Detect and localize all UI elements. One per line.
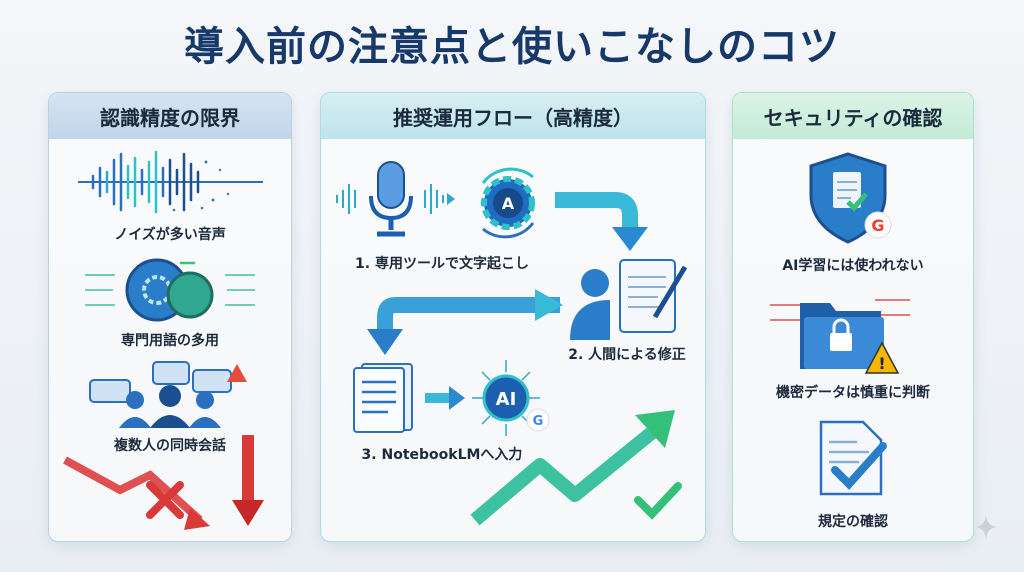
locked-folder-warning-icon: ! [770, 299, 910, 374]
svg-text:G: G [871, 216, 884, 235]
svg-text:G: G [533, 414, 544, 429]
security-label-policy: 規定の確認 [818, 514, 888, 530]
panel-heading: セキュリティの確認 [733, 93, 973, 139]
policy-check-icon [819, 420, 887, 496]
noisy-waveform-icon [78, 150, 263, 214]
ai-transcription-gear-icon: A [481, 167, 535, 239]
limit-label-jargon: 専門用語の多用 [121, 333, 219, 349]
flow-arrow-right-icon [425, 386, 465, 410]
human-review-icon [570, 259, 688, 340]
security-label-confidential: 機密データは慎重に判断 [776, 385, 930, 401]
document-icon [353, 363, 413, 433]
flow-step-3-label: 3. NotebookLMへ入力 [361, 447, 523, 463]
declining-accuracy-icon [63, 435, 264, 530]
shield-document-icon: G [809, 152, 892, 244]
flow-arrow-left-icon [367, 289, 563, 355]
flow-step-2-label: 2. 人間による修正 [568, 347, 686, 363]
improvement-arrow-icon [470, 410, 682, 526]
limit-label-overlap: 複数人の同時会話 [114, 438, 226, 454]
flow-arrow-down-icon [555, 192, 648, 251]
svg-text:A: A [502, 194, 515, 213]
limit-label-noise: ノイズが多い音声 [114, 227, 226, 243]
security-label-no-training: AI学習には使われない [782, 258, 924, 274]
technical-terms-chat-icon [85, 258, 255, 322]
flow-step-1-label: 1. 専用ツールで文字起こし [355, 256, 529, 272]
panel-heading: 推奨運用フロー（高精度） [321, 93, 705, 139]
notebooklm-ai-icon: AI G [472, 360, 550, 436]
page-title: 導入前の注意点と使いこなしのコツ [184, 24, 840, 70]
svg-text:!: ! [878, 354, 885, 373]
panel-heading: 認識精度の限界 [49, 93, 291, 139]
microphone-icon [336, 161, 455, 237]
sparkle-icon [975, 515, 997, 539]
ai-badge-text: AI [496, 389, 517, 410]
group-conversation-icon [89, 361, 247, 428]
